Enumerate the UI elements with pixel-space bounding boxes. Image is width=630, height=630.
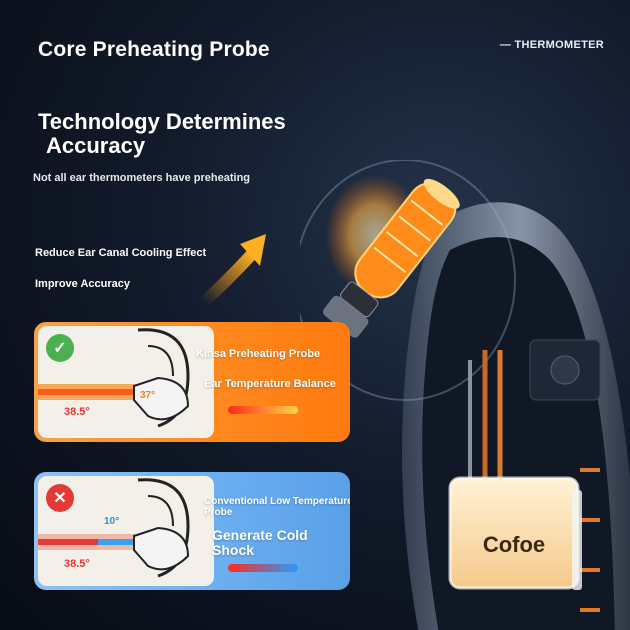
- benefit-cooling: Reduce Ear Canal Cooling Effect: [35, 247, 207, 259]
- temperature-gradient-bar: [228, 406, 298, 414]
- thermometer-device: Cofoe: [300, 160, 630, 630]
- ear-illustration: [38, 328, 190, 428]
- temperature-gradient-bar: [228, 564, 298, 572]
- headline: Core Preheating Probe: [38, 38, 270, 61]
- card-title: Kinsa Preheating Probe: [196, 348, 321, 360]
- card-subtitle: Generate Cold Shock: [212, 527, 308, 558]
- device-brand: Cofoe: [483, 532, 545, 557]
- main-title: Technology Determines Accuracy: [38, 110, 358, 158]
- main-title-line2: Accuracy: [46, 133, 146, 158]
- main-title-line1: Technology Determines: [38, 109, 286, 134]
- card-subtitle: Ear Temperature Balance: [204, 378, 336, 390]
- check-icon: ✓: [46, 334, 74, 362]
- arrow-icon: [200, 234, 266, 308]
- ear-diagram-cold: ✕ 38.5° 10°: [38, 476, 214, 586]
- ear-temp-label: 38.5°: [64, 558, 90, 570]
- conventional-probe-card: ✕ 38.5° 10° Conventional Low Temperature…: [34, 472, 350, 590]
- ear-diagram-warm: ✓ 38.5° 37°: [38, 326, 214, 438]
- close-icon: ✕: [46, 484, 74, 512]
- subtitle: Not all ear thermometers have preheating: [33, 172, 251, 184]
- preheating-probe-card: ✓ 38.5° 37° Kinsa Preheating Probe Ear T…: [34, 322, 350, 442]
- card-title: Conventional Low Temperature Probe: [204, 496, 350, 518]
- probe-temp-label: 37°: [140, 390, 156, 401]
- category-tag: — THERMOMETER: [499, 39, 604, 51]
- ear-illustration: [38, 478, 190, 578]
- ear-temp-label: 38.5°: [64, 406, 90, 418]
- benefit-accuracy: Improve Accuracy: [35, 278, 130, 290]
- probe-temp-label: 10°: [104, 516, 120, 527]
